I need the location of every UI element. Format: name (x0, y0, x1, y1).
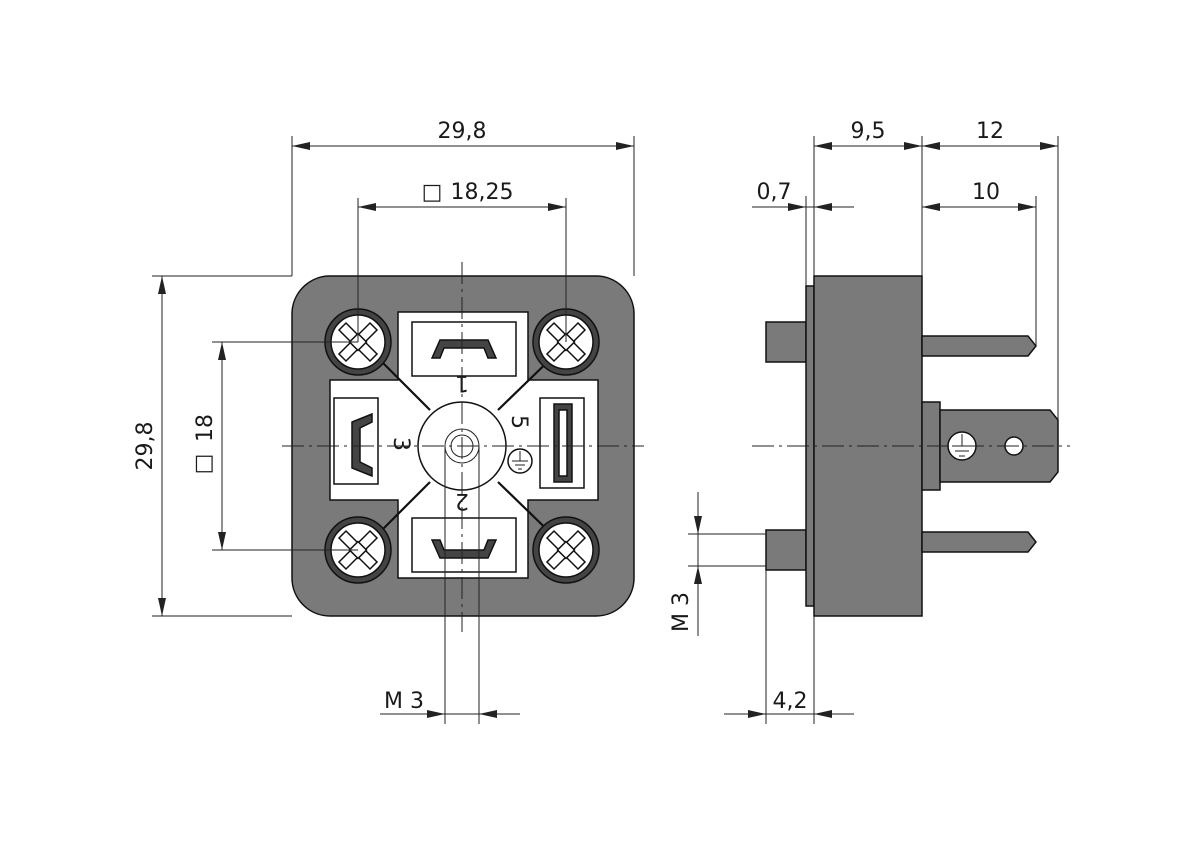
cross-ribs (365, 345, 565, 547)
earth-label: 5 (506, 415, 531, 429)
contact-slot-3 (333, 397, 379, 485)
side-stud-bottom (765, 529, 807, 571)
side-stud-top (765, 321, 807, 363)
earth-contact (539, 397, 585, 489)
pin-label-3: 3 (388, 437, 413, 451)
side-thread-dim: M 3 (669, 592, 694, 632)
front-thread-dim: M 3 (384, 689, 424, 714)
side-pin-length-dim: 12 (976, 119, 1004, 144)
front-width-dim: 29,8 (438, 119, 487, 144)
earth-symbol-icon (507, 448, 533, 474)
screw-spacing-h-dim: 18,25 (451, 180, 514, 205)
side-blade-length-dim: 10 (972, 180, 1000, 205)
contact-slot-2 (411, 517, 517, 573)
side-flange-dim: 0,7 (757, 180, 792, 205)
side-view: 9,5 12 0,7 10 4,2 M 3 (669, 119, 1070, 724)
square-symbol-h: □ (422, 180, 443, 205)
side-blade-top (921, 335, 1037, 357)
side-blade-bottom (921, 531, 1037, 553)
side-stud-length-dim: 4,2 (773, 689, 808, 714)
front-view: 1 2 3 5 29,8 □ 18,25 29,8 □ 18 M 3 (133, 119, 644, 724)
side-depth-dim: 9,5 (851, 119, 886, 144)
front-height-dim: 29,8 (133, 422, 158, 471)
square-symbol-v: □ (191, 454, 216, 475)
contact-slot-1 (411, 321, 517, 377)
screw-spacing-v-dim: 18 (193, 414, 218, 442)
screw-bottom-right (532, 516, 600, 584)
